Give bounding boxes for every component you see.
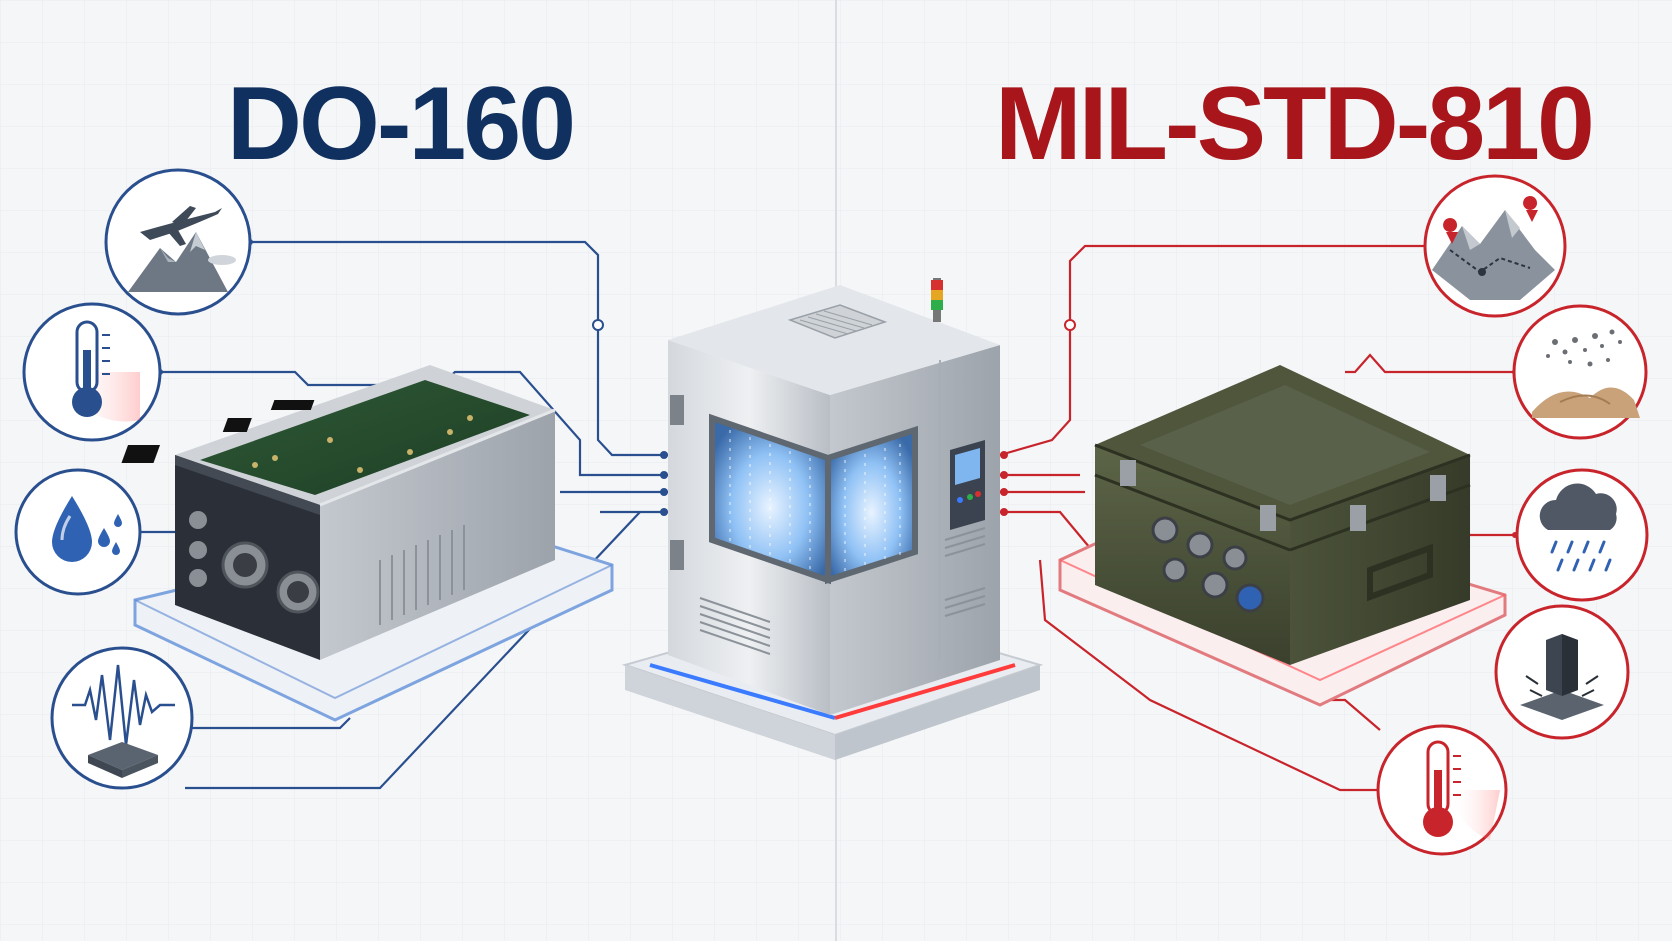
avionics-chassis	[121, 365, 614, 722]
thermometer-icon	[1376, 724, 1508, 856]
sand-dust-icon	[1512, 304, 1648, 440]
right-connector-lines	[999, 244, 1515, 792]
rain-cloud-icon	[1515, 468, 1649, 602]
mil-std-810-title: MIL-STD-810	[995, 66, 1595, 182]
shock-impact-icon	[1494, 604, 1630, 740]
water-drop-icon	[14, 468, 142, 596]
do-160-title: DO-160	[226, 66, 576, 182]
environmental-test-chamber	[621, 278, 1044, 760]
terrain-map-icon	[1423, 174, 1567, 318]
vibration-wave-icon	[50, 646, 194, 790]
airplane-mountain-icon	[104, 168, 252, 316]
thermometer-icon	[22, 302, 162, 442]
military-rugged-case	[1058, 365, 1507, 707]
